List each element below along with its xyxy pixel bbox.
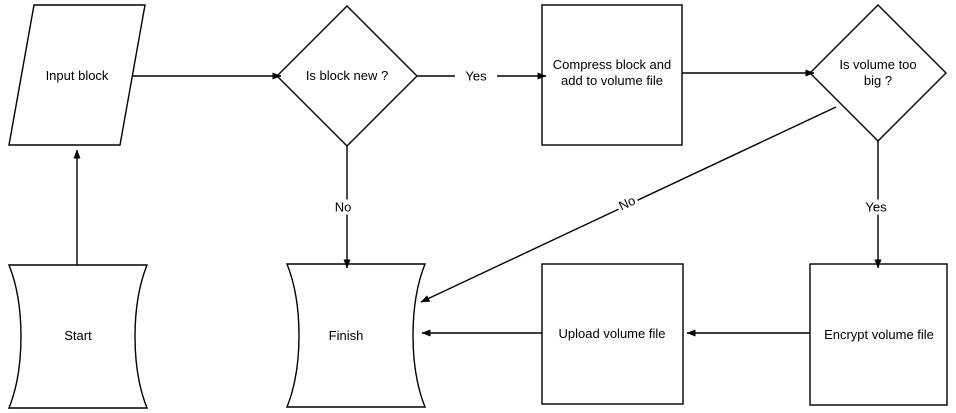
node-shape-compress-block[interactable] <box>541 4 683 146</box>
edge-label-istoobig-yes: Yes <box>862 199 890 215</box>
node-shape-encrypt-volume-file[interactable] <box>809 263 948 406</box>
node-shape-is-volume-too-big[interactable] <box>809 4 947 142</box>
node-shape-finish[interactable] <box>285 263 427 408</box>
edge-label-isnew-no: No <box>331 199 355 215</box>
edge-label-isnew-yes: Yes <box>462 68 490 84</box>
node-shape-upload-volume-file[interactable] <box>541 263 684 405</box>
node-shape-start[interactable] <box>7 264 149 409</box>
node-shape-input-block[interactable] <box>8 4 146 146</box>
node-shape-is-block-new[interactable] <box>276 5 418 147</box>
